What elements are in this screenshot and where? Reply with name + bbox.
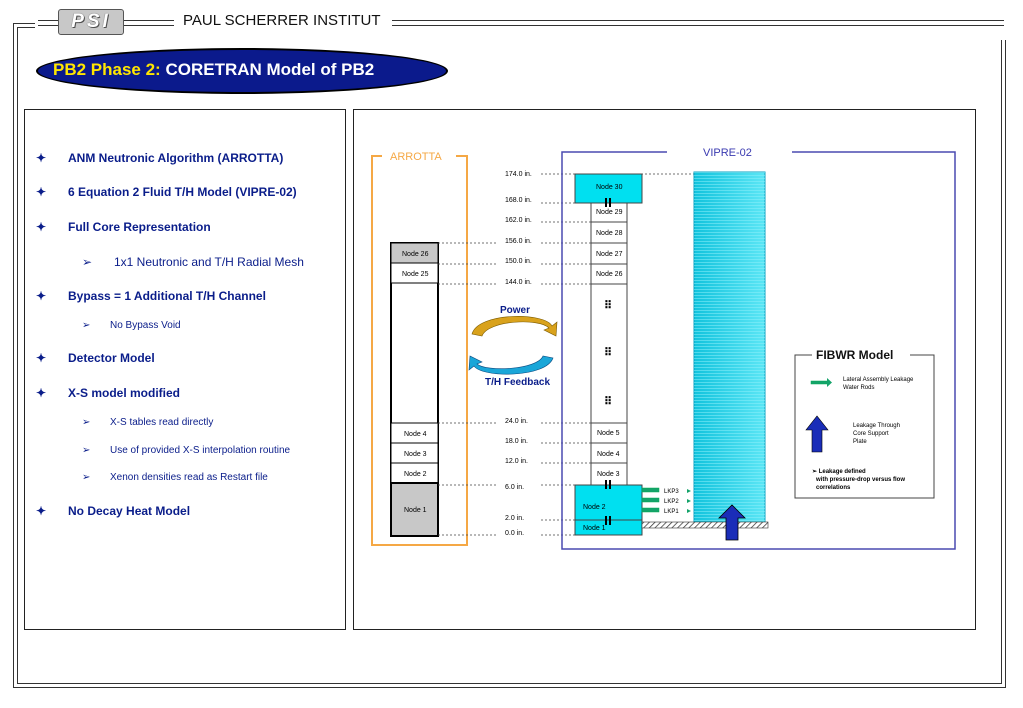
vipre-column: [574, 173, 643, 536]
bullet-panel: [24, 109, 346, 630]
header-rule-left: [38, 20, 58, 26]
height-label: 144.0 in.: [505, 279, 532, 286]
legend-lateral-text: Lateral Assembly Leakage: [843, 377, 914, 383]
height-label: 2.0 in.: [505, 515, 524, 522]
height-label: 18.0 in.: [505, 438, 528, 445]
vipre-node-label: Node 4: [597, 451, 620, 458]
sub-bullet-item: ➢X-S tables read directly: [82, 417, 214, 428]
sub-bullet-item: ➢1x1 Neutronic and T/H Radial Mesh: [82, 255, 304, 269]
bullet-marker-icon: ✦: [36, 289, 47, 303]
vipre-node-label: Node 5: [597, 430, 620, 437]
legend-note-text: ➢ Leakage defined: [812, 469, 866, 475]
bullet-item: ✦Bypass = 1 Additional T/H Channel: [36, 289, 266, 303]
header-rule-right: [392, 20, 1004, 26]
header-rule-middle: [124, 20, 174, 26]
sub-bullet-item: ➢Use of provided X-S interpolation routi…: [82, 445, 291, 456]
arrotta-node-label: Node 1: [404, 507, 427, 514]
title-ellipse: [36, 48, 448, 94]
vipre-node-label: Node 2: [583, 504, 606, 511]
arrotta-node-label: Node 2: [404, 471, 427, 478]
feedback-arrow-icon: [468, 355, 554, 375]
slide-title: PB2 Phase 2: CORETRAN Model of PB2: [53, 60, 374, 80]
legend-note-text: correlations: [816, 485, 851, 491]
arrotta-node-label: Node 26: [402, 251, 429, 258]
bullet-marker-icon: ✦: [36, 386, 47, 400]
arrow-marker-icon: ➢: [82, 472, 91, 483]
vipre-node-label: Node 28: [596, 230, 623, 237]
arrotta-bracket: [371, 155, 468, 546]
legend-through-text: Core Support: [853, 431, 889, 437]
arrotta-node-label: Node 25: [402, 271, 429, 278]
vipre-bracket: [561, 151, 956, 550]
support-plate: [641, 521, 769, 529]
institute-name: PAUL SCHERRER INSTITUT: [183, 12, 381, 29]
plate-leak-arrow-icon: [805, 415, 829, 453]
legend-through-text: Leakage Through: [853, 423, 900, 429]
bullet-item: ✦6 Equation 2 Fluid T/H Model (VIPRE-02): [36, 185, 297, 199]
fibwr-title: FIBWR Model: [816, 348, 893, 362]
arrow-marker-icon: ➢: [82, 255, 93, 269]
sub-bullet-item: ➢No Bypass Void: [82, 320, 181, 331]
arrotta-column: [390, 242, 439, 537]
bullet-marker-icon: ✦: [36, 151, 47, 165]
height-label: 150.0 in.: [505, 258, 532, 265]
feedback-label: T/H Feedback: [485, 377, 550, 388]
vipre-label: VIPRE-02: [703, 147, 752, 159]
flow-up-arrow-icon: [718, 504, 746, 541]
bullet-marker-icon: ✦: [36, 185, 47, 199]
bullet-item: ✦ANM Neutronic Algorithm (ARROTTA): [36, 151, 284, 165]
arrotta-node-label: Node 3: [404, 451, 427, 458]
height-label: 174.0 in.: [505, 171, 532, 178]
height-label: 12.0 in.: [505, 458, 528, 465]
arrow-marker-icon: ➢: [82, 417, 91, 428]
lkp-label: LKP2: [664, 499, 679, 505]
ellipsis-icon: ⠿: [604, 347, 612, 359]
power-label: Power: [500, 305, 530, 316]
fibwr-legend-box: [794, 354, 935, 499]
arrow-marker-icon: ➢: [82, 445, 91, 456]
sub-bullet-item: ➢Xenon densities read as Restart file: [82, 472, 268, 483]
bullet-marker-icon: ✦: [36, 220, 47, 234]
lkp-arrows: [641, 487, 691, 513]
height-label: 162.0 in.: [505, 217, 532, 224]
lkp-label: LKP1: [664, 509, 679, 515]
height-label: 0.0 in.: [505, 530, 524, 537]
legend-note-text: with pressure-drop versus flow: [815, 477, 905, 483]
psi-logo: PSI: [58, 9, 124, 35]
diagram-panel: [353, 109, 976, 630]
title-phase: PB2 Phase 2:: [53, 60, 161, 79]
bullet-item: ✦Full Core Representation: [36, 220, 211, 234]
height-label: 24.0 in.: [505, 418, 528, 425]
legend-through-text: Plate: [853, 439, 867, 445]
legend-lateral-text: Water Rods: [843, 385, 874, 391]
lkp-label: LKP3: [664, 489, 679, 495]
ellipsis-icon: ⠿: [604, 300, 612, 312]
arrotta-node-label: Node 4: [404, 431, 427, 438]
bullet-item: ✦X-S model modified: [36, 386, 181, 400]
ellipsis-icon: ⠿: [604, 396, 612, 408]
level-lines: [438, 173, 700, 536]
height-label: 156.0 in.: [505, 238, 532, 245]
bullet-item: ✦No Decay Heat Model: [36, 504, 191, 518]
bullet-marker-icon: ✦: [36, 351, 47, 365]
vipre-node-label: Node 29: [596, 209, 623, 216]
power-arrow-icon: [471, 316, 558, 337]
arrow-marker-icon: ➢: [82, 320, 91, 331]
bullet-item: ✦Detector Model: [36, 351, 155, 365]
height-label: 6.0 in.: [505, 484, 524, 491]
title-rest: CORETRAN Model of PB2: [160, 60, 375, 79]
lateral-leak-arrowhead-icon: [827, 378, 832, 387]
vipre-node-label: Node 27: [596, 251, 623, 258]
vipre-node-label: Node 1: [583, 525, 606, 532]
bypass-channel: [693, 171, 766, 527]
vipre-node-label: Node 3: [597, 471, 620, 478]
vipre-node-label: Node 26: [596, 271, 623, 278]
vipre-node-label: Node 30: [596, 184, 623, 191]
height-label: 168.0 in.: [505, 197, 532, 204]
lateral-leak-arrow-icon: [810, 380, 830, 385]
bullet-marker-icon: ✦: [36, 504, 47, 518]
arrotta-label: ARROTTA: [390, 151, 442, 163]
